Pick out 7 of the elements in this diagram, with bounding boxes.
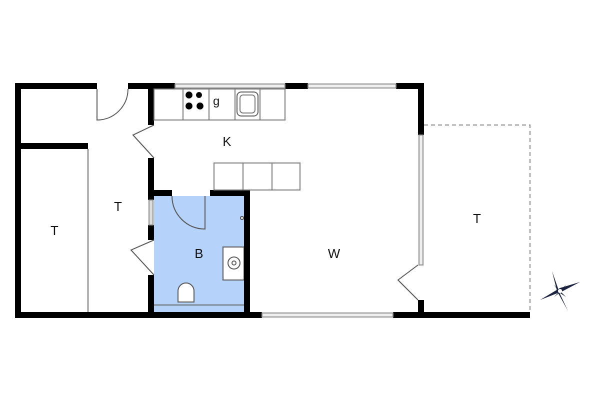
room-label: T <box>50 222 58 240</box>
room-label: T <box>114 198 122 216</box>
gas-stove-label: g <box>213 95 220 107</box>
room-label: W <box>328 245 340 264</box>
room-label: K <box>222 132 232 151</box>
room-label: T <box>473 210 481 228</box>
room-label: B <box>194 245 204 264</box>
